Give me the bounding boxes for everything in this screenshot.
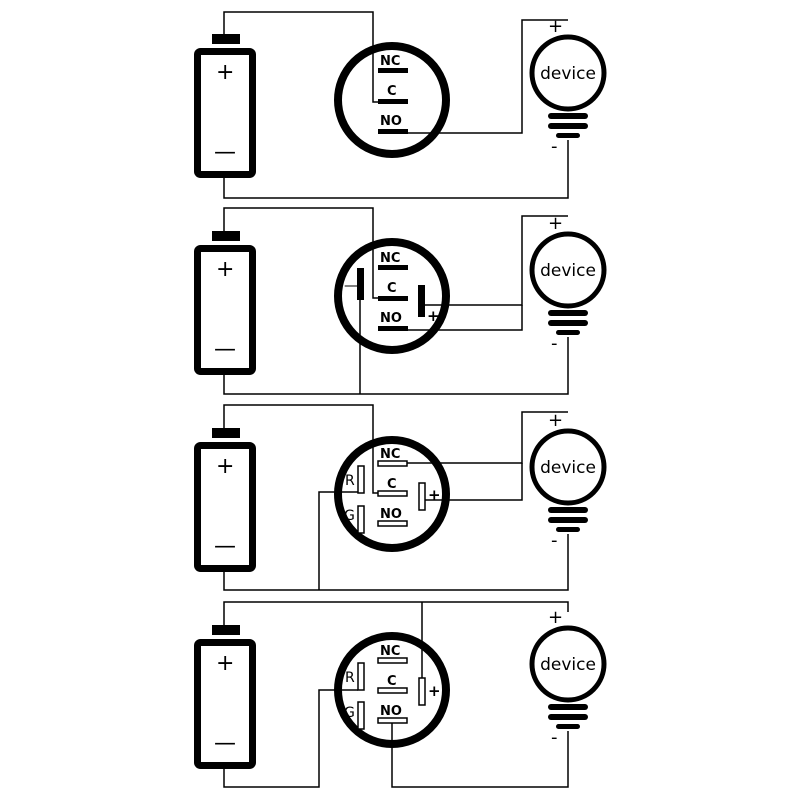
wires	[223, 11, 569, 199]
device-bulb: device + -	[529, 410, 607, 551]
device-label: device	[540, 64, 596, 84]
no-terminal-label: NO	[380, 507, 402, 522]
led-plus-label: +	[428, 682, 441, 700]
led-plus-terminal	[418, 285, 425, 317]
battery-minus-label: —	[214, 534, 236, 559]
led-plus-label: +	[428, 486, 441, 504]
led-minus-label: —	[344, 278, 358, 294]
battery-minus-label: —	[214, 337, 236, 362]
c-terminal-label: C	[387, 281, 397, 296]
device-bulb: device + -	[529, 213, 607, 354]
led-plus-terminal	[418, 482, 426, 511]
switch: NC C NO R G +	[334, 436, 450, 552]
device-label: device	[540, 458, 596, 478]
battery: + —	[194, 34, 256, 178]
switch: NC C NO — +	[334, 238, 450, 354]
nc-terminal-label: NC	[380, 447, 400, 462]
wires	[223, 404, 569, 591]
device-bulb: device + -	[529, 607, 607, 748]
c-terminal-label: C	[387, 84, 397, 99]
device-plus-label: +	[548, 213, 563, 234]
device-minus-label: -	[551, 530, 558, 551]
device-minus-label: -	[551, 136, 558, 157]
c-terminal-label: C	[387, 674, 397, 689]
switch: NC C NO	[334, 42, 450, 158]
no-terminal-label: NO	[380, 311, 402, 326]
led-green-terminal	[357, 505, 365, 534]
device-label: device	[540, 655, 596, 675]
wires	[223, 601, 569, 788]
led-red-terminal	[357, 662, 365, 691]
no-terminal-label: NO	[380, 704, 402, 719]
battery: + —	[194, 625, 256, 769]
led-red-label: R	[345, 670, 355, 686]
no-terminal-label: NO	[380, 114, 402, 129]
device-plus-label: +	[548, 16, 563, 37]
circuit-panel-3: + — NC C NO R G + device + -	[194, 404, 607, 591]
battery-minus-label: —	[214, 140, 236, 165]
device-minus-label: -	[551, 727, 558, 748]
battery-plus-label: +	[216, 454, 234, 479]
device-bulb: device + -	[529, 16, 607, 157]
device-plus-label: +	[548, 607, 563, 628]
circuit-panel-2: + — NC C NO — + device + -	[194, 207, 607, 395]
device-label: device	[540, 261, 596, 281]
wires	[223, 207, 569, 395]
circuit-panel-4: + — NC C NO R G + device + -	[194, 601, 607, 788]
device-plus-label: +	[548, 410, 563, 431]
battery-plus-label: +	[216, 651, 234, 676]
led-green-terminal	[357, 701, 365, 730]
led-green-label: G	[344, 508, 355, 524]
led-red-label: R	[345, 473, 355, 489]
nc-terminal-label: NC	[380, 644, 400, 659]
battery-plus-label: +	[216, 257, 234, 282]
battery-minus-label: —	[214, 731, 236, 756]
led-green-label: G	[344, 705, 355, 721]
nc-terminal-label: NC	[380, 251, 400, 266]
battery-plus-label: +	[216, 60, 234, 85]
battery: + —	[194, 428, 256, 572]
led-red-terminal	[357, 465, 365, 494]
led-minus-terminal	[357, 268, 364, 300]
battery: + —	[194, 231, 256, 375]
circuit-panel-1: + — NC C NO device + -	[194, 11, 607, 199]
nc-terminal-label: NC	[380, 54, 400, 69]
c-terminal-label: C	[387, 477, 397, 492]
led-plus-terminal	[418, 677, 426, 706]
device-minus-label: -	[551, 333, 558, 354]
led-plus-label: +	[427, 307, 440, 325]
